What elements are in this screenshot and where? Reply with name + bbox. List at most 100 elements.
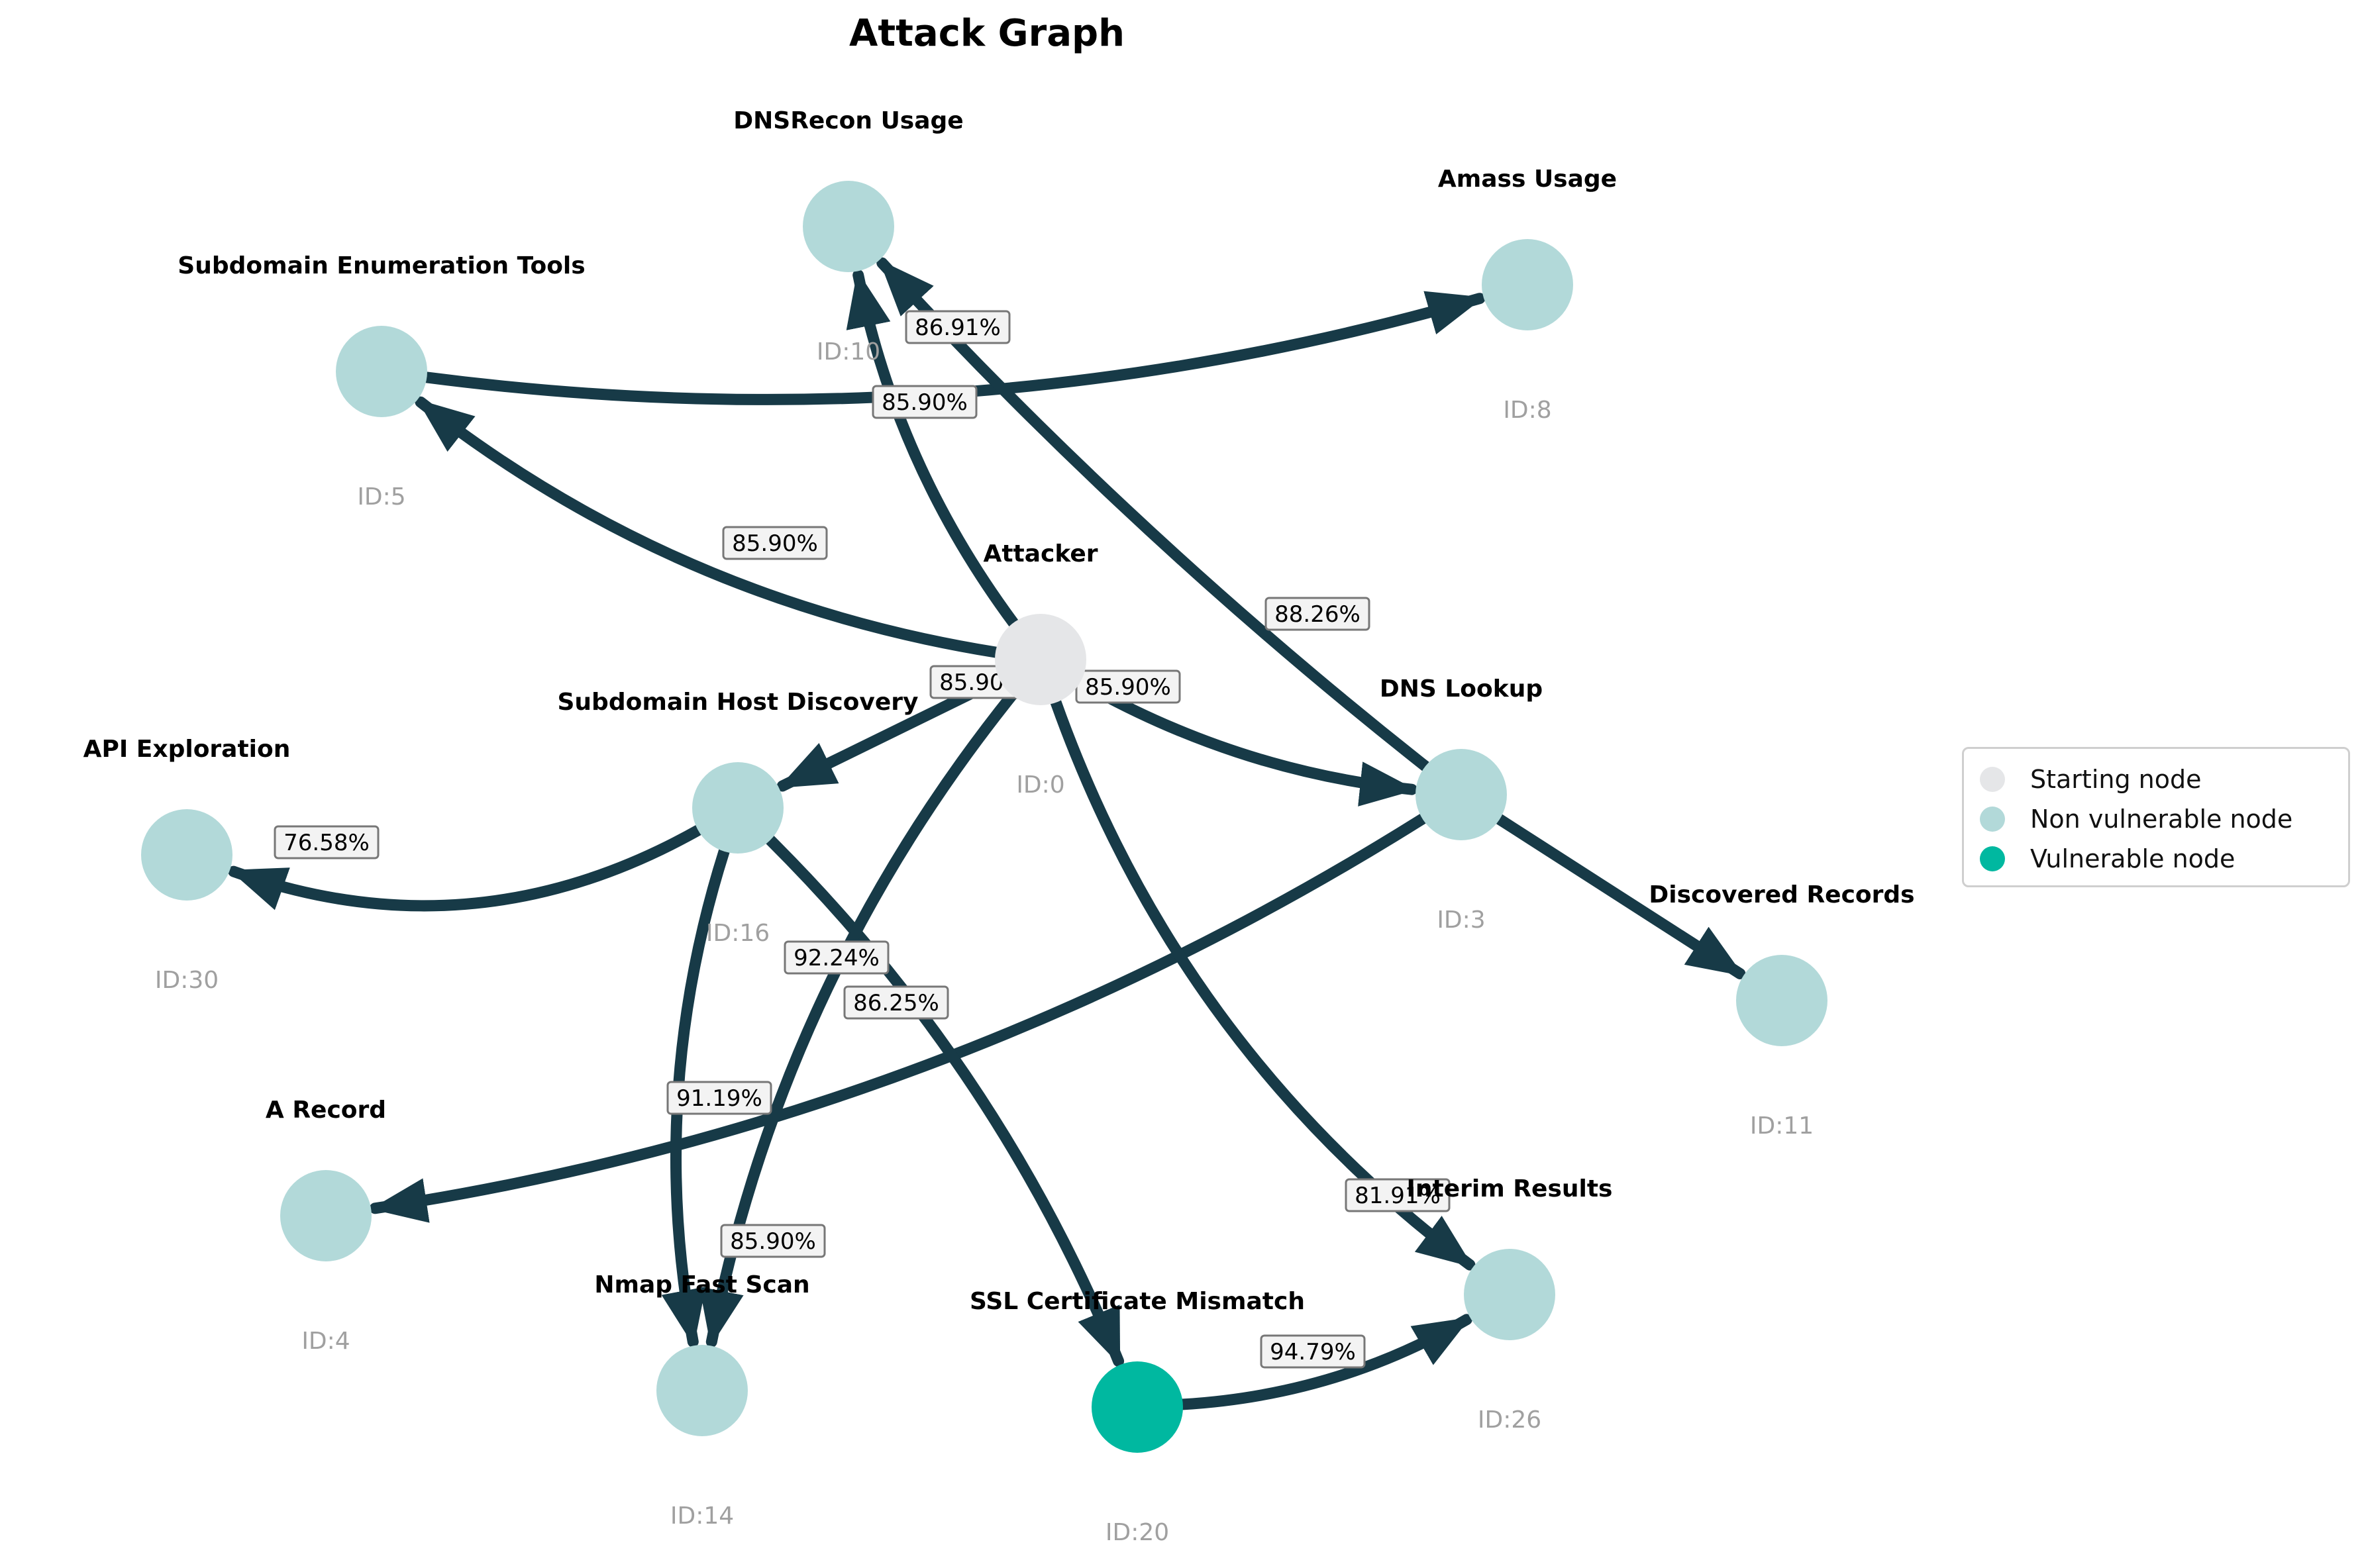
edge-probability: 94.79%	[1270, 1339, 1356, 1365]
edge-label-box	[872, 385, 978, 419]
edge-label-box	[784, 940, 890, 975]
node-circle[interactable]	[336, 326, 427, 417]
chart-title: Attack Graph	[849, 12, 1125, 55]
node-circle[interactable]	[1736, 955, 1827, 1046]
node-circle[interactable]	[1482, 239, 1573, 330]
node-id: ID:26	[1478, 1406, 1541, 1434]
edge-probability: 88.26%	[1274, 601, 1361, 628]
node-circle[interactable]	[1415, 749, 1507, 840]
node-id: ID:4	[301, 1328, 350, 1355]
node-circle[interactable]	[1464, 1249, 1555, 1340]
edge-probability: 85.90%	[730, 1228, 816, 1255]
node-circle[interactable]	[656, 1345, 748, 1436]
node-circle[interactable]	[995, 614, 1086, 705]
node-id: ID:5	[357, 483, 405, 511]
legend-item-starting: Starting node	[1980, 760, 2202, 799]
node-id: ID:8	[1503, 397, 1551, 424]
node-id: ID:0	[1016, 771, 1064, 799]
edge-label-id-0-to-id-14: 85.90%	[720, 1224, 826, 1258]
legend-label-starting: Starting node	[2030, 765, 2202, 794]
edge-label-box	[905, 310, 1011, 344]
edge-id-3-to-id-11	[1494, 813, 1746, 979]
edge-labels-layer: 86.91% 85.90% 85.90% 88.26% 85.90% 85.90% 76.5…	[274, 310, 1451, 1369]
node-circle[interactable]	[803, 181, 894, 272]
node-circle[interactable]	[280, 1170, 372, 1261]
edge-label-id-0-to-id-26: 81.91%	[1345, 1178, 1451, 1212]
edge-label-id-3-to-id-10: 88.26%	[1264, 597, 1370, 631]
edge-id-16-to-id-20	[764, 834, 1125, 1367]
edge-id-16-to-id-30	[228, 824, 704, 912]
node-name: Amass Usage	[1438, 166, 1617, 193]
edge-label-id-0-to-id-3: 85.90%	[1075, 669, 1181, 704]
edge-label-id-20-to-id-26: 94.79%	[1260, 1334, 1366, 1369]
node-circle[interactable]	[692, 762, 784, 854]
node-name: Subdomain Host Discovery	[558, 689, 919, 716]
legend-start-dot	[1980, 767, 2005, 792]
node-id: ID:10	[817, 338, 880, 366]
edge-probability: 92.24%	[794, 945, 880, 971]
edge-id-0-to-id-10	[846, 270, 1019, 628]
node-circle[interactable]	[1092, 1361, 1183, 1453]
node-name: DNSRecon Usage	[733, 107, 963, 134]
node-name: A Record	[266, 1097, 386, 1124]
node-id: ID:11	[1750, 1112, 1814, 1140]
node-id: ID:3	[1437, 906, 1485, 934]
edge-label-box	[666, 1081, 772, 1115]
legend-label-vulnerable: Vulnerable node	[2030, 844, 2236, 873]
edge-label-box	[843, 985, 949, 1020]
edge-id-0-to-id-5	[415, 396, 1002, 658]
edge-label-box	[274, 825, 380, 859]
node-id: ID:30	[155, 967, 219, 994]
edge-label-id-16-to-id-20: 86.25%	[843, 985, 949, 1020]
node-name: SSL Certificate Mismatch	[970, 1288, 1305, 1315]
edge-label-id-0-to-id-10: 86.91%	[905, 310, 1011, 344]
edge-label-box	[1345, 1178, 1451, 1212]
node-id: ID:14	[670, 1502, 734, 1530]
edge-label-id-0-to-id-5: 85.90%	[722, 526, 828, 560]
edge-probability: 86.91%	[915, 315, 1001, 341]
edge-label-id-5-to-id-8: 85.90%	[872, 385, 978, 419]
legend-nonvuln-dot	[1980, 807, 2005, 832]
edge-id-0-to-id-3	[1074, 676, 1417, 807]
edge-probability: 86.25%	[853, 990, 939, 1016]
node-circle[interactable]	[141, 809, 232, 901]
edge-id-20-to-id-26	[1177, 1314, 1472, 1410]
edge-probability: 81.91%	[1355, 1183, 1441, 1209]
legend-vuln-dot	[1980, 846, 2005, 871]
edge-label-id-16-to-id-14: 91.19%	[666, 1081, 772, 1115]
edge-probability: 76.58%	[283, 830, 370, 856]
edge-id-3-to-id-4	[369, 813, 1428, 1223]
node-name: Attacker	[983, 540, 1098, 567]
node-name: Interim Results	[1407, 1175, 1613, 1202]
edge-label-box	[1260, 1334, 1366, 1369]
edge-label-id-16-to-id-30: 76.58%	[274, 825, 380, 859]
edge-probability: 91.19%	[676, 1085, 762, 1112]
edge-label-box	[720, 1224, 826, 1258]
node-id: ID:16	[706, 920, 770, 947]
edge-label-box	[722, 526, 828, 560]
edge-probability: 85.90%	[882, 389, 968, 416]
node-name: DNS Lookup	[1380, 675, 1543, 703]
legend-item-non-vulnerable: Non vulnerable node	[1980, 799, 2292, 839]
node-name: Subdomain Enumeration Tools	[178, 252, 585, 279]
edge-label-id-3-to-id-4: 92.24%	[784, 940, 890, 975]
legend-item-vulnerable: Vulnerable node	[1980, 839, 2235, 879]
node-id: ID:20	[1105, 1519, 1169, 1546]
node-name: API Exploration	[83, 736, 291, 763]
node-name: Nmap Fast Scan	[594, 1271, 809, 1298]
legend-label-non-vulnerable: Non vulnerable node	[2030, 805, 2293, 834]
